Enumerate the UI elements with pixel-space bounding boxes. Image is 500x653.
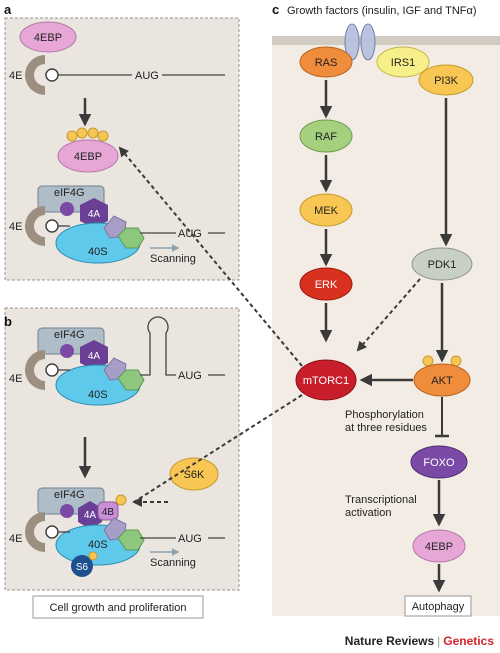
svg-text:AUG: AUG [178, 370, 202, 382]
4ebp-c [412, 529, 466, 563]
svg-text:AUG: AUG [178, 533, 202, 545]
4a-hexagon [80, 198, 108, 228]
svg-text:PDK1: PDK1 [428, 259, 457, 271]
svg-text:4A: 4A [88, 351, 101, 362]
svg-text:4E: 4E [9, 70, 22, 82]
svg-text:ERK: ERK [315, 279, 338, 291]
mek [299, 193, 353, 227]
irs1 [376, 46, 430, 78]
svg-text:40S: 40S [88, 389, 108, 401]
footer-separator: | [437, 634, 441, 648]
svg-text:Autophagy: Autophagy [412, 601, 465, 613]
4e-cap-top [25, 55, 45, 95]
svg-text:4A: 4A [88, 209, 101, 220]
svg-text:eIF4G: eIF4G [54, 329, 85, 341]
svg-text:AUG: AUG [135, 70, 159, 82]
svg-text:4B: 4B [102, 507, 115, 518]
svg-text:RAS: RAS [315, 57, 338, 69]
akt [413, 363, 471, 397]
erk [299, 267, 353, 301]
pdk1 [411, 247, 473, 281]
svg-text:4E: 4E [9, 221, 22, 233]
s6 [71, 555, 93, 577]
4ebp-top [19, 21, 77, 53]
svg-text:4E: 4E [9, 533, 22, 545]
svg-text:Scanning: Scanning [150, 253, 196, 265]
svg-text:PI3K: PI3K [434, 75, 459, 87]
foxo [410, 445, 468, 479]
svg-text:40S: 40S [88, 246, 108, 258]
mtorc1-to-4ebp [118, 146, 303, 367]
svg-text:Cell growth and proliferation: Cell growth and proliferation [50, 602, 187, 614]
svg-text:Scanning: Scanning [150, 557, 196, 569]
receptor-right [360, 23, 376, 61]
svg-text:S6: S6 [76, 562, 89, 573]
svg-text:FOXO: FOXO [423, 457, 455, 469]
svg-text:S6K: S6K [184, 469, 205, 481]
mrna-hairpin [58, 316, 176, 376]
panel-c-box [272, 36, 500, 616]
svg-text:RAF: RAF [315, 131, 337, 143]
svg-text:AKT: AKT [431, 375, 453, 387]
svg-text:40S: 40S [88, 539, 108, 551]
autophagy-box [404, 595, 472, 617]
raf [299, 119, 353, 153]
svg-text:MEK: MEK [314, 205, 339, 217]
svg-text:eIF4G: eIF4G [54, 489, 85, 501]
growth-factors-title: Growth factors (insulin, IGF and TNFα) [287, 5, 477, 17]
svg-text:4EBP: 4EBP [74, 151, 102, 163]
caption-box [32, 595, 204, 619]
svg-text:Phosphorylation: Phosphorylation [345, 409, 424, 421]
panel-c-letter: c [272, 2, 279, 17]
panel-a-letter: a [4, 2, 12, 17]
svg-text:4A: 4A [84, 510, 97, 521]
journal-footer: Nature Reviews|Genetics [345, 634, 494, 648]
cell-membrane [272, 36, 500, 45]
svg-text:IRS1: IRS1 [391, 57, 415, 69]
svg-text:activation: activation [345, 507, 391, 519]
journal-name: Nature Reviews [344, 634, 435, 648]
svg-text:eIF4G: eIF4G [54, 187, 85, 199]
svg-text:4EBP: 4EBP [425, 541, 453, 553]
panel-b-letter: b [4, 314, 12, 329]
svg-text:at three residues: at three residues [345, 422, 427, 434]
svg-text:mTORC1: mTORC1 [303, 375, 349, 387]
4b-box [97, 501, 119, 521]
4ebp-phosphorylated [57, 139, 119, 173]
journal-section: Genetics [443, 634, 494, 648]
svg-text:AUG: AUG [178, 228, 202, 240]
svg-text:4EBP: 4EBP [34, 32, 62, 44]
ras [299, 46, 353, 78]
pi3k [418, 64, 474, 96]
mrna-cap-circle [45, 68, 59, 82]
s6k [169, 457, 219, 491]
svg-text:4E: 4E [9, 373, 22, 385]
mtorc1 [295, 359, 357, 401]
svg-text:Transcriptional: Transcriptional [345, 494, 417, 506]
